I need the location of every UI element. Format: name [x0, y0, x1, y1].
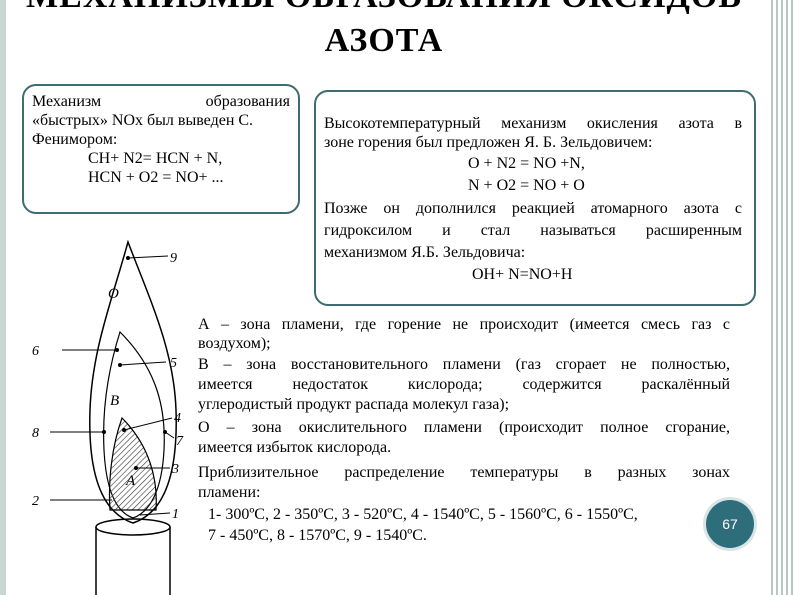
point-label: 3 — [171, 462, 179, 477]
zones-line: воздухом); — [198, 335, 271, 352]
box2-line: зоне горения был предложен Я. Б. Зельдов… — [324, 134, 653, 151]
slide-title-line1: МЕХАНИЗМЫ ОБРАЗОВАНИЯ ОКСИДОВ — [0, 0, 768, 16]
flame-diagram: О В А 9 6 5 8 7 4 3 2 1 — [32, 240, 184, 595]
temperature-line: 1- 300ºС, 2 - 350ºС, 3 - 520ºС, 4 - 1540… — [208, 506, 638, 523]
box2-line: механизмом Я.Б. Зельдовича: — [324, 244, 526, 261]
box1-line: Механизм образования — [32, 93, 290, 110]
point-label: 7 — [176, 434, 184, 449]
point-label: 5 — [170, 356, 177, 371]
box1-line: Фенимором: — [32, 131, 118, 148]
zones-line: имеется недостаток кислорода; содержится… — [198, 376, 730, 393]
frame-left — [0, 0, 6, 595]
zone-label: О — [108, 286, 119, 302]
fenimore-mechanism-box: Механизм образования «быстрых» NOx был в… — [22, 84, 300, 214]
inner-cone — [108, 416, 157, 511]
point-label: 4 — [174, 411, 181, 426]
zones-line: А – зона пламени, где горение не происхо… — [198, 316, 730, 333]
zones-line: В – зона восстановительного пламени (газ… — [198, 356, 730, 373]
frame-right — [768, 0, 794, 595]
box1-line: «быстрых» NOx был выведен С. — [32, 112, 254, 129]
zeldovich-mechanism-box: Высокотемпературный механизм окисления а… — [314, 90, 756, 306]
box2-equation: N + O2 = NO + O — [468, 177, 585, 194]
zones-line: углеродистый продукт распада молекул газ… — [198, 396, 510, 413]
zone-label: А — [125, 473, 136, 489]
box2-line: Позже он дополнился реакцией атомарного … — [324, 200, 742, 217]
box2-line: гидроксилом и стал называться расширенны… — [324, 222, 742, 239]
point-label: 2 — [32, 494, 39, 509]
temperature-line: 7 - 450ºС, 8 - 1570ºС, 9 - 1540ºС. — [208, 527, 427, 544]
point-label: 6 — [32, 344, 39, 359]
zones-line: имеется избыток кислорода. — [198, 439, 392, 456]
box1-equation: HCN + O2 = NO+ ... — [88, 169, 224, 186]
slide-title-line2: АЗОТА — [324, 22, 444, 59]
zones-line: О – зона окислительного пламени (происхо… — [198, 419, 730, 436]
box2-equation: O + N2 = NO +N, — [468, 155, 585, 172]
point-label: 8 — [32, 426, 39, 441]
point-label: 9 — [170, 251, 177, 266]
page-number-badge: 67 — [706, 500, 754, 548]
middle-flame — [103, 330, 165, 519]
zone-label: В — [110, 393, 119, 409]
point-label: 1 — [172, 507, 179, 522]
box1-equation: CH+ N2= HCN + N, — [88, 150, 223, 167]
box2-equation: OH+ N=NO+H — [472, 266, 573, 283]
temperature-list: 1- 300ºС, 2 - 350ºС, 3 - 520ºС, 4 - 1540… — [208, 504, 638, 546]
zones-line: пламени: — [198, 484, 261, 501]
zones-line: Приблизительное распределение температур… — [198, 464, 730, 481]
box2-line: Высокотемпературный механизм окисления а… — [324, 115, 742, 132]
outer-flame — [89, 240, 177, 524]
